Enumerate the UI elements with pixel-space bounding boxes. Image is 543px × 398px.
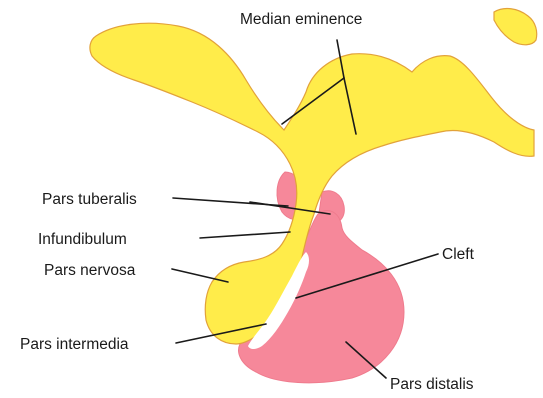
median-eminence-label: Median eminence — [240, 11, 362, 28]
neural-tail — [494, 9, 537, 45]
pars-distalis-label: Pars distalis — [390, 376, 474, 393]
infundibulum-leader — [200, 232, 290, 238]
pars-intermedia-label: Pars intermedia — [20, 336, 129, 353]
cleft-label: Cleft — [442, 246, 475, 263]
pars-nervosa-label: Pars nervosa — [44, 262, 136, 279]
pars-tuberalis-label: Pars tuberalis — [42, 191, 137, 208]
infundibulum-label: Infundibulum — [38, 231, 127, 248]
